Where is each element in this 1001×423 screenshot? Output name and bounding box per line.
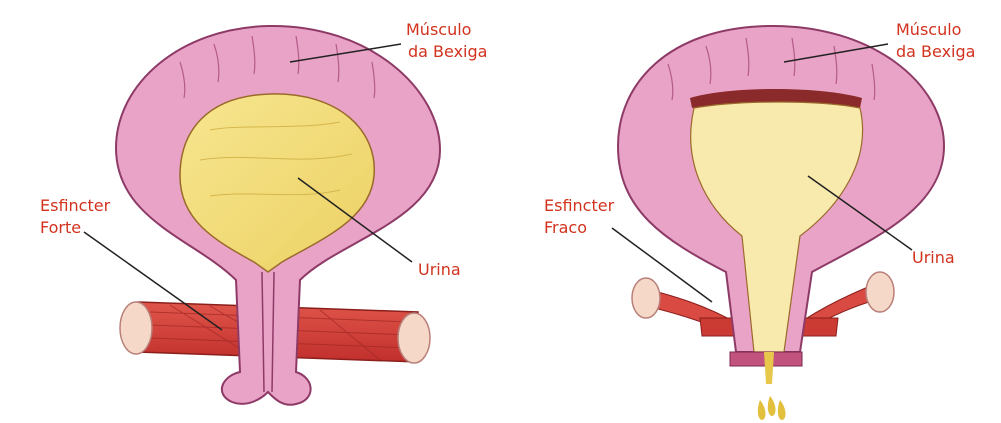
right-diagram bbox=[612, 26, 944, 420]
right-bone-end-left bbox=[632, 278, 660, 318]
urine-drop-1 bbox=[758, 400, 766, 420]
left-sphincter-label-line2: Forte bbox=[40, 218, 81, 238]
right-urine-label: Urina bbox=[912, 248, 955, 268]
left-bone-end-left bbox=[120, 302, 152, 354]
urine-drop-3 bbox=[778, 400, 786, 420]
right-muscle-label-line1: Músculo bbox=[896, 20, 961, 40]
urine-drop-2 bbox=[768, 396, 776, 416]
left-urine-label: Urina bbox=[418, 260, 461, 280]
right-muscle-label-line2: da Bexiga bbox=[896, 42, 975, 62]
left-diagram bbox=[84, 26, 440, 405]
right-leak-stream bbox=[764, 352, 774, 384]
right-bone-end-right bbox=[866, 272, 894, 312]
right-sphincter-label-line1: Esfincter bbox=[544, 196, 614, 216]
left-muscle-label-line1: Músculo bbox=[406, 20, 471, 40]
left-sphincter-label-line1: Esfincter bbox=[40, 196, 110, 216]
right-sphincter-label-line2: Fraco bbox=[544, 218, 587, 238]
left-bone-end-right bbox=[398, 313, 430, 363]
left-muscle-label-line2: da Bexiga bbox=[408, 42, 487, 62]
